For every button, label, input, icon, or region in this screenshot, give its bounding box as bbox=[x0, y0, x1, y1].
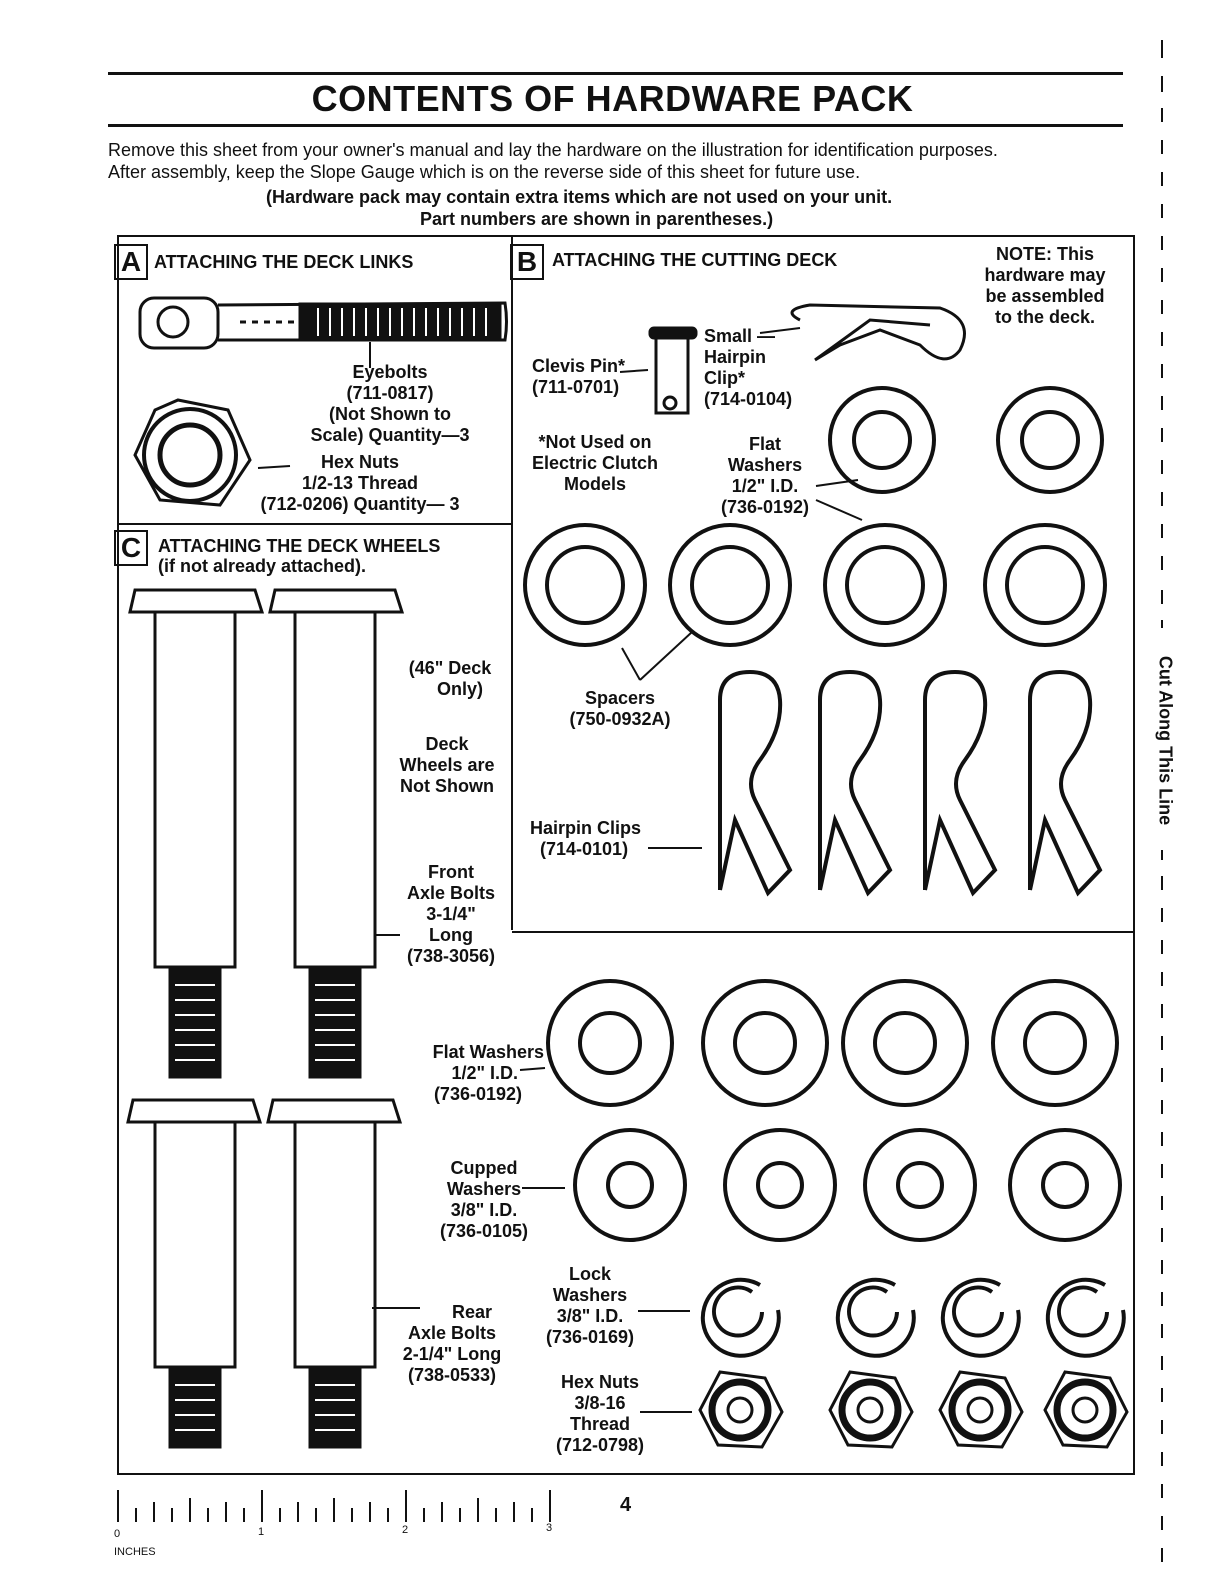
clevis-pin-icon bbox=[648, 326, 698, 415]
eyebolt-label: Eyebolts (711-0817) (Not Shown to Scale)… bbox=[310, 362, 470, 445]
section-a-title: ATTACHING THE DECK LINKS bbox=[154, 252, 414, 272]
cupped-washer-icons bbox=[573, 1128, 1122, 1242]
small-hairpin-label: Small — Hairpin Clip* (714-0104) bbox=[704, 326, 793, 409]
cupped-washers-label: Cupped Washers 3/8" I.D. (736-0105) bbox=[439, 1158, 529, 1241]
front-axle-bolts-label: Front Axle Bolts 3-1/4" Long (738-3056) bbox=[406, 862, 496, 966]
front-axle-bolt-icons bbox=[128, 588, 405, 1079]
small-hairpin-clip-icon bbox=[790, 303, 966, 362]
flat-washers-b-label: Flat Washers 1/2" I.D. (736-0192) bbox=[720, 434, 810, 517]
title-rule-top bbox=[108, 72, 1123, 75]
flat-washer-lower-icons bbox=[546, 979, 1119, 1107]
eyebolt-icon bbox=[138, 296, 508, 368]
intro-line-1: Remove this sheet from your owner's manu… bbox=[108, 140, 998, 160]
ruler-tick-0: 0 bbox=[114, 1528, 121, 1540]
section-b-letter: B bbox=[510, 244, 544, 280]
hex-nut-small-icons bbox=[698, 1370, 1129, 1449]
intro-line-2: After assembly, keep the Slope Gauge whi… bbox=[108, 162, 861, 182]
spacer-icons bbox=[523, 523, 1107, 647]
arrow-icon bbox=[759, 327, 801, 334]
deck-note: NOTE: This hardware may be assembled to … bbox=[984, 244, 1106, 327]
intro-line-4: Part numbers are shown in parentheses.) bbox=[420, 209, 774, 229]
cut-line-label: Cut Along This Line bbox=[1155, 655, 1176, 826]
ruler-tick-3: 3 bbox=[546, 1522, 553, 1534]
rear-axle-bolts-label: Rear Axle Bolts 2-1/4" Long (738-0533) bbox=[402, 1302, 502, 1385]
inch-ruler bbox=[117, 1490, 551, 1522]
hex-nut-large-icon bbox=[133, 398, 291, 507]
section-a-letter: A bbox=[114, 244, 148, 280]
hex-nuts-lower-label: Hex Nuts 3/8-16 Thread (712-0798) bbox=[555, 1372, 645, 1455]
ruler-tick-1: 1 bbox=[258, 1526, 265, 1538]
rear-axle-bolt-icons bbox=[126, 1098, 403, 1449]
wheels-label: Deck Wheels are Not Shown bbox=[399, 734, 495, 796]
section-c-subtitle: (if not already attached). bbox=[158, 556, 367, 576]
page-number: 4 bbox=[620, 1494, 632, 1516]
intro-line-3: (Hardware pack may contain extra items w… bbox=[266, 187, 893, 207]
lock-washers-label: Lock Washers 3/8" I.D. (736-0169) bbox=[545, 1264, 635, 1347]
arrow-icon bbox=[619, 369, 649, 373]
clevis-pin-label: Clevis Pin* (711-0701) bbox=[532, 356, 626, 397]
page-title: CONTENTS OF HARDWARE PACK bbox=[311, 78, 914, 119]
title-rule-bottom bbox=[108, 124, 1123, 127]
spacers-label: Spacers (750-0932A) bbox=[569, 688, 671, 729]
section-c-letter: C bbox=[114, 530, 148, 566]
deck-only-label: (46" Deck Only) bbox=[408, 658, 492, 699]
ruler-tick-2: 2 bbox=[402, 1524, 409, 1536]
ruler-unit: INCHES bbox=[114, 1546, 156, 1558]
hairpin-clip-icons bbox=[648, 669, 1103, 897]
not-used-label: *Not Used on Electric Clutch Models bbox=[531, 432, 659, 494]
flat-washers-lower-label: Flat Washers 1/2" I.D. (736-0192) bbox=[432, 1042, 544, 1104]
hex-nut-a-label: Hex Nuts 1/2-13 Thread (712-0206) Quanti… bbox=[260, 452, 460, 514]
section-b-title: ATTACHING THE CUTTING DECK bbox=[552, 250, 838, 270]
hairpin-clips-label: Hairpin Clips (714-0101) bbox=[530, 818, 642, 859]
section-c-title: ATTACHING THE DECK WHEELS bbox=[158, 536, 441, 556]
flat-washer-icons bbox=[828, 386, 1104, 494]
lock-washer-icons bbox=[700, 1277, 1126, 1358]
